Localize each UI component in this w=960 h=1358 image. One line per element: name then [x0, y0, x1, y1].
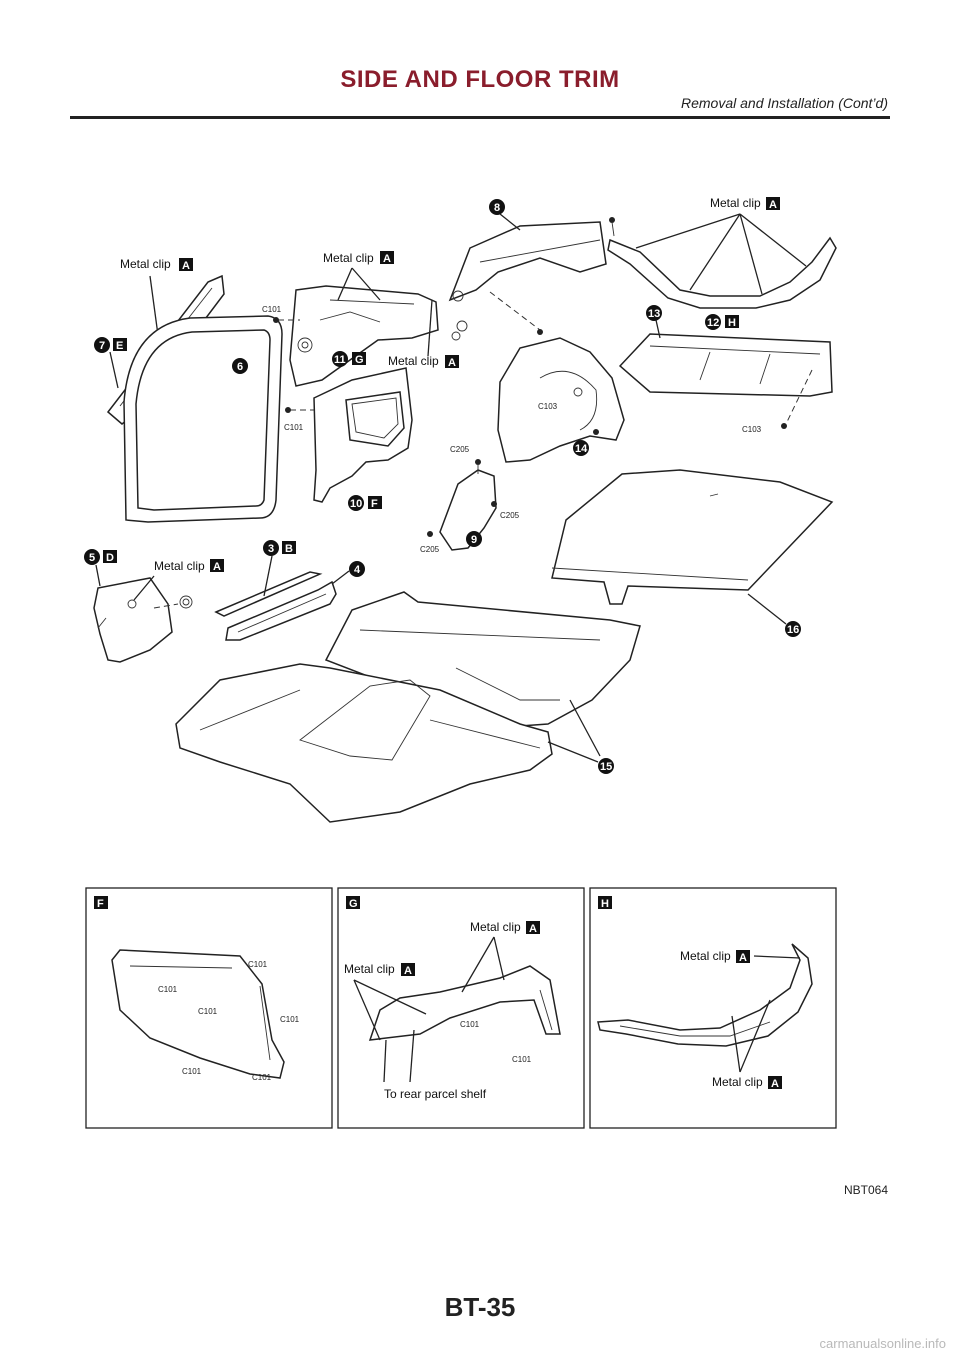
svg-text:Metal clip: Metal clip [323, 251, 374, 265]
svg-text:C101: C101 [252, 1073, 272, 1082]
svg-text:C101: C101 [460, 1020, 480, 1029]
part-3-kicking-plate-inner [214, 571, 323, 617]
callout-16: 16 [785, 621, 801, 637]
svg-text:11: 11 [334, 354, 346, 366]
callout-8: 8 [489, 199, 521, 231]
figure-code: NBT064 [843, 1183, 888, 1197]
clip-label-c103-a: C103 [538, 402, 558, 411]
svg-text:Metal clip: Metal clip [712, 1075, 763, 1089]
detail-g-panel: G Metal clip A Metal clip A C101 C101 To… [337, 887, 585, 1129]
svg-text:A: A [182, 260, 190, 272]
svg-text:To rear parcel shelf: To rear parcel shelf [384, 1087, 487, 1101]
svg-text:15: 15 [600, 761, 612, 773]
callout-5-d: 5 D [84, 549, 117, 587]
svg-text:Metal clip: Metal clip [388, 354, 439, 368]
svg-text:5: 5 [89, 552, 95, 564]
callout-4: 4 [331, 561, 365, 585]
callout-10-f: 10 F [348, 495, 382, 511]
part-8-rear-pillar-finisher [448, 221, 607, 341]
callout-9: 9 [466, 531, 482, 547]
metal-clip-label-part5: Metal clip A [133, 559, 224, 601]
detail-h-panel: H Metal clip A Metal clip A [589, 887, 837, 1129]
svg-text:H: H [728, 317, 736, 329]
svg-text:C101: C101 [198, 1007, 218, 1016]
svg-text:A: A [383, 253, 391, 265]
svg-text:3: 3 [268, 543, 274, 555]
svg-text:9: 9 [471, 534, 477, 546]
watermark: carmanualsonline.info [819, 1336, 946, 1351]
svg-text:10: 10 [350, 498, 362, 510]
clip-label-c205-c: C205 [420, 545, 440, 554]
svg-text:Metal clip: Metal clip [680, 949, 731, 963]
svg-text:C101: C101 [512, 1055, 532, 1064]
svg-text:14: 14 [575, 443, 588, 455]
clip-label-c101-b: C101 [284, 423, 304, 432]
part-9-rear-trim-piece [427, 459, 497, 551]
svg-text:A: A [771, 1078, 779, 1090]
page-number: BT-35 [444, 1292, 516, 1322]
svg-text:C101: C101 [158, 985, 178, 994]
svg-text:Metal clip: Metal clip [470, 920, 521, 934]
callout-6: 6 [232, 358, 248, 374]
clip-label-c205-b: C205 [500, 511, 520, 520]
svg-text:A: A [739, 952, 747, 964]
svg-text:A: A [448, 357, 456, 369]
svg-text:F: F [97, 898, 104, 910]
part-5-kick-panel [93, 577, 193, 663]
callout-15: 15 [598, 758, 614, 774]
part-12-parcel-rail [607, 217, 837, 309]
svg-text:G: G [355, 354, 364, 366]
svg-text:C101: C101 [280, 1015, 300, 1024]
callout-12-h: 12 H [705, 314, 739, 330]
clip-label-c101-a: C101 [262, 305, 282, 314]
svg-text:A: A [404, 965, 412, 977]
header-rule [70, 116, 890, 119]
svg-text:A: A [529, 923, 537, 935]
svg-text:Metal clip: Metal clip [710, 196, 761, 210]
callout-13: 13 [646, 305, 662, 339]
part-15-floor-carpet [175, 591, 641, 823]
clip-label-c205-a: C205 [450, 445, 470, 454]
metal-clip-label-part11: Metal clip A [323, 251, 394, 301]
svg-text:C101: C101 [248, 960, 268, 969]
svg-text:16: 16 [787, 624, 799, 636]
svg-text:12: 12 [707, 317, 719, 329]
clip-label-c103-b: C103 [742, 425, 762, 434]
page-subtitle: Removal and Installation (Cont’d) [681, 95, 888, 111]
page-title: SIDE AND FLOOR TRIM [340, 66, 620, 93]
metal-clip-label-mid: Metal clip A [388, 299, 459, 369]
part-6-door-weatherstrip [123, 315, 283, 523]
svg-text:13: 13 [648, 308, 660, 320]
part-16-trunk-floor-board [551, 469, 834, 625]
callout-14: 14 [573, 440, 589, 456]
svg-text:D: D [106, 552, 114, 564]
part-13-rear-parcel-shelf [618, 333, 833, 429]
svg-text:8: 8 [494, 202, 500, 214]
svg-text:F: F [371, 498, 378, 510]
svg-text:C101: C101 [182, 1067, 202, 1076]
svg-text:E: E [116, 340, 123, 352]
callout-11-g: 11 G [332, 351, 366, 367]
svg-text:B: B [285, 543, 293, 555]
part-11-rear-pillar-upper [273, 285, 439, 387]
metal-clip-label-part7: Metal clip A [120, 257, 193, 272]
svg-text:Metal clip: Metal clip [154, 559, 205, 573]
detail-f-panel: F C101 C101 C101 C101 C101 C101 [85, 887, 333, 1129]
svg-text:7: 7 [99, 340, 105, 352]
svg-text:G: G [349, 898, 358, 910]
svg-text:Metal clip: Metal clip [120, 257, 171, 271]
metal-clip-label-part12: Metal clip A [635, 196, 807, 295]
svg-text:A: A [213, 561, 221, 573]
part-10-rear-side-trim [285, 367, 413, 503]
part-14-wheelhouse-trim [497, 337, 625, 463]
part-4-kicking-plate-outer [225, 580, 337, 641]
svg-text:H: H [601, 898, 609, 910]
svg-text:A: A [769, 199, 777, 211]
svg-text:6: 6 [237, 361, 243, 373]
callout-7-e: 7 E [94, 337, 127, 389]
svg-text:Metal clip: Metal clip [344, 962, 395, 976]
svg-text:4: 4 [354, 564, 361, 576]
callout-3-b: 3 B [263, 540, 296, 597]
